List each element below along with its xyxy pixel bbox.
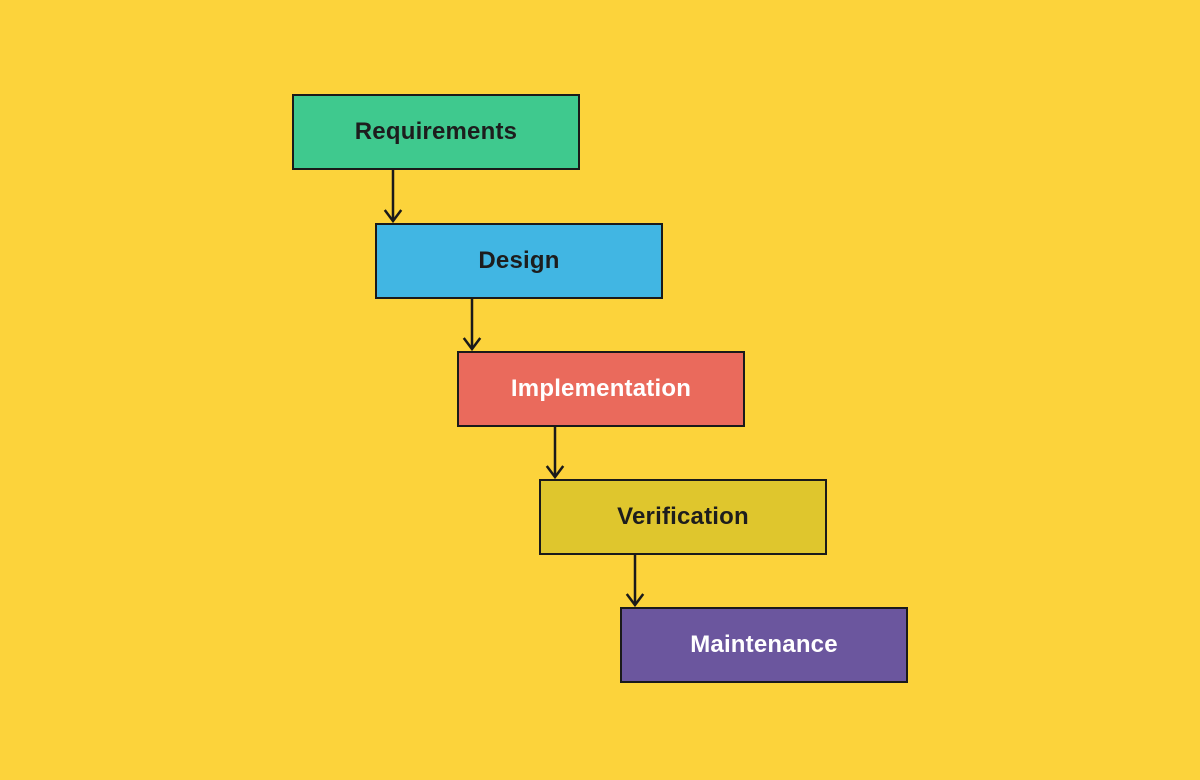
stage-verification-label: Verification bbox=[617, 503, 749, 530]
stage-maintenance-label: Maintenance bbox=[690, 631, 838, 658]
stage-requirements: Requirements bbox=[292, 94, 580, 170]
stage-implementation: Implementation bbox=[457, 351, 745, 427]
stage-implementation-label: Implementation bbox=[510, 375, 692, 402]
stage-design-label: Design bbox=[478, 247, 560, 274]
arrow-implementation-to-verification bbox=[545, 425, 565, 480]
stage-requirements-label: Requirements bbox=[354, 118, 518, 145]
stage-design: Design bbox=[375, 223, 663, 299]
arrow-requirements-to-design bbox=[383, 168, 403, 224]
stage-verification: Verification bbox=[539, 479, 827, 555]
stage-maintenance: Maintenance bbox=[620, 607, 908, 683]
arrow-design-to-implementation bbox=[462, 297, 482, 352]
arrow-verification-to-maintenance bbox=[625, 553, 645, 608]
